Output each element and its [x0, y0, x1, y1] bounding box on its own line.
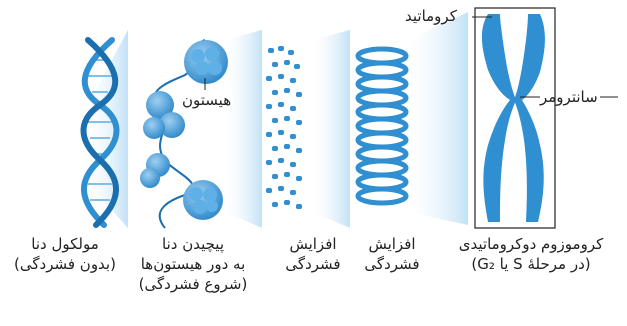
histone-bead — [143, 91, 185, 139]
coiled-fiber — [358, 49, 406, 203]
stage-label-dna-molecule: مولکول دنا (بدون فشردگی) — [10, 234, 120, 274]
histone-bead — [183, 180, 223, 220]
chromosome — [475, 8, 555, 228]
stage-label-line: (بدون فشردگی) — [10, 254, 120, 274]
stage-label-line: مولکول دنا — [10, 234, 120, 254]
stage-label-line: افزایش — [268, 234, 358, 254]
centromere-label: سانترومر — [540, 87, 598, 107]
chromatin-fiber — [266, 46, 302, 209]
stage-label-line: فشردگی — [352, 254, 432, 274]
stage-label-line: (در مرحلهٔ S یا G₂) — [438, 254, 624, 274]
histone-bead — [184, 40, 228, 84]
stage-label-line: (شروع فشردگی) — [118, 274, 268, 294]
stage-label-line: پیچیدن دنا — [118, 234, 268, 254]
histone-label: هیستون — [180, 90, 233, 110]
stage-label-increased-compaction-1: افزایش فشردگی — [268, 234, 358, 274]
stage-label-histone-wrapping: پیچیدن دنا به دور هیستون‌ها (شروع فشردگی… — [118, 234, 268, 294]
stage-label-line: افزایش — [352, 234, 432, 254]
dna-wrapped-histones — [140, 40, 228, 228]
stage-label-line: به دور هیستون‌ها — [118, 254, 268, 274]
fan-4 — [408, 12, 468, 225]
fan-2 — [225, 30, 262, 228]
histone-bead — [140, 153, 170, 188]
stage-label-increased-compaction-2: افزایش فشردگی — [352, 234, 432, 274]
stage-label-line: کروموزوم دوکروماتیدی — [438, 234, 624, 254]
stage-label-line: فشردگی — [268, 254, 358, 274]
fan-3 — [312, 30, 350, 228]
stage-label-two-chromatid-chromosome: کروموزوم دوکروماتیدی (در مرحلهٔ S یا G₂) — [438, 234, 624, 274]
chromatid-label: کروماتید — [405, 6, 457, 26]
